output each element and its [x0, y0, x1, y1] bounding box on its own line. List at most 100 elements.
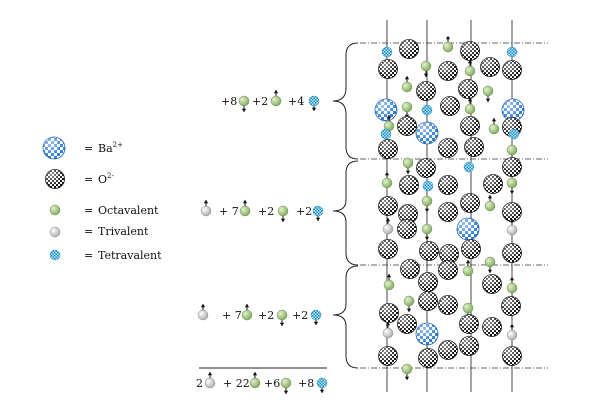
legend-item-trivalent: = Trivalent — [49, 225, 149, 238]
lattice-oct-ion — [383, 274, 395, 291]
lattice-o-ion — [416, 158, 436, 178]
lattice-o-ion — [438, 175, 458, 195]
equation-ion-tet — [308, 95, 320, 111]
lattice-o-ion — [399, 175, 419, 195]
lattice-oct-ion — [421, 195, 433, 212]
lattice-o-ion — [458, 79, 478, 99]
equation-row-2: + 7+2+2 — [200, 200, 324, 222]
equation-ion-oct — [280, 377, 292, 394]
lattice-ba-ion — [415, 121, 439, 145]
lattice-o-ion — [438, 340, 458, 360]
lattice-ba-ion — [374, 98, 398, 122]
trivalent-ion-icon — [49, 226, 61, 238]
lattice-tri-ion — [382, 322, 394, 339]
equation-coefficient: +8 — [298, 377, 314, 390]
svg-text:O2-: O2- — [98, 172, 114, 186]
equation-coefficient: +2 — [258, 309, 274, 322]
lattice-oct-ion — [506, 177, 518, 194]
lattice-ba-ion — [456, 217, 480, 241]
lattice-o-ion — [397, 314, 417, 334]
lattice-tri-ion — [382, 218, 394, 235]
lattice-o-ion — [419, 241, 439, 261]
valence-equations: +8+2+4+ 7+2+2+ 7+2+22+ 22+6+8 — [196, 90, 328, 394]
lattice-oct-ion — [464, 98, 476, 115]
tetravalent-ion — [49, 249, 61, 261]
lattice-o-ion — [398, 204, 418, 224]
lattice-o-ion — [416, 81, 436, 101]
lattice-oct-ion — [488, 118, 500, 135]
equation-coefficient: + 22 — [223, 377, 250, 390]
lattice-o-ion — [480, 57, 500, 77]
lattice-o-ion — [460, 193, 480, 213]
equation-coefficient: +8 — [221, 95, 237, 108]
ba-ion — [42, 136, 66, 160]
legend-item-o: = O2- — [45, 169, 114, 189]
lattice-o-ion — [460, 41, 480, 61]
equation-ion-oct — [239, 200, 251, 217]
legend-tet-eq: = — [84, 249, 93, 262]
lattice-o-ion — [482, 317, 502, 337]
legend: = Ba2+ = O2- = Octavalent = Trivalent = … — [42, 136, 162, 262]
lattice-oct-ion — [506, 277, 518, 294]
legend-item-octavalent: = Octavalent — [49, 204, 159, 217]
equation-coefficient: 2 — [196, 377, 203, 390]
lattice-o-ion — [438, 138, 458, 158]
equation-coefficient: + 7 — [222, 309, 242, 322]
lattice-o-ion — [400, 259, 420, 279]
equation-coefficient: +2 — [252, 95, 268, 108]
equation-coefficient: + 7 — [219, 205, 239, 218]
layer-braces — [332, 42, 359, 369]
lattice-o-ion — [438, 202, 458, 222]
legend-item-ba: = Ba2+ — [42, 136, 123, 160]
legend-oct-label: Octavalent — [98, 204, 159, 217]
lattice-o-ion — [459, 314, 479, 334]
equation-ion-oct — [238, 95, 250, 112]
lattice-oct-ion — [403, 295, 415, 312]
lattice-o-ion — [378, 139, 398, 159]
equation-ion-oct — [249, 372, 261, 389]
octavalent-ion-icon — [49, 204, 61, 216]
legend-tri-label: Trivalent — [98, 225, 149, 238]
lattice-oct-ion — [401, 76, 413, 93]
lattice-tri-ion — [506, 324, 518, 341]
lattice-o-ion — [502, 202, 522, 222]
lattice-tet-ion — [463, 161, 475, 173]
lattice-oct-ion — [484, 256, 496, 273]
equation-ion-oct — [277, 205, 289, 222]
lattice-o-ion — [397, 116, 417, 136]
equation-ion-oct — [270, 90, 282, 107]
equation-row-1: +8 +2 +4 — [221, 90, 320, 112]
lattice-ba-ion — [501, 98, 525, 122]
lattice-o-ion — [459, 336, 479, 356]
lattice-tet-ion — [506, 46, 518, 58]
equation-ion-tri — [197, 304, 209, 321]
legend-ba-label: Ba — [98, 142, 113, 155]
lattice-oct-ion — [464, 60, 476, 77]
legend-item-tetravalent: = Tetravalent — [49, 249, 162, 262]
equation-coefficient: +2 — [292, 309, 308, 322]
lattice-ba-ion — [415, 322, 439, 346]
lattice-o-ion — [501, 296, 521, 316]
lattice-tet-ion — [421, 104, 433, 116]
equation-ion-tet — [312, 205, 324, 221]
legend-o-charge: 2- — [107, 172, 114, 180]
legend-o-eq: = — [84, 173, 93, 186]
lattice-o-ion — [378, 239, 398, 259]
equation-ion-tri — [204, 372, 216, 389]
lattice-oct-ion — [401, 363, 413, 380]
crystal-lattice — [360, 20, 548, 392]
lattice-oct-ion — [420, 60, 432, 77]
trivalent-ion — [49, 226, 61, 238]
lattice-oct-ion — [484, 195, 496, 212]
brace-top — [332, 42, 359, 160]
legend-ba-eq: = — [84, 142, 93, 155]
lattice-tet-ion — [381, 46, 393, 58]
lattice-tet-ion — [380, 128, 392, 140]
brace-middle — [332, 160, 359, 266]
lattice-o-ion — [502, 346, 522, 366]
equation-row-3: + 7 +2 +2 — [197, 304, 322, 326]
legend-tri-eq: = — [84, 225, 93, 238]
equation-coefficient: +4 — [288, 95, 304, 108]
equation-ion-tri — [200, 200, 212, 217]
lattice-o-ion — [418, 348, 438, 368]
